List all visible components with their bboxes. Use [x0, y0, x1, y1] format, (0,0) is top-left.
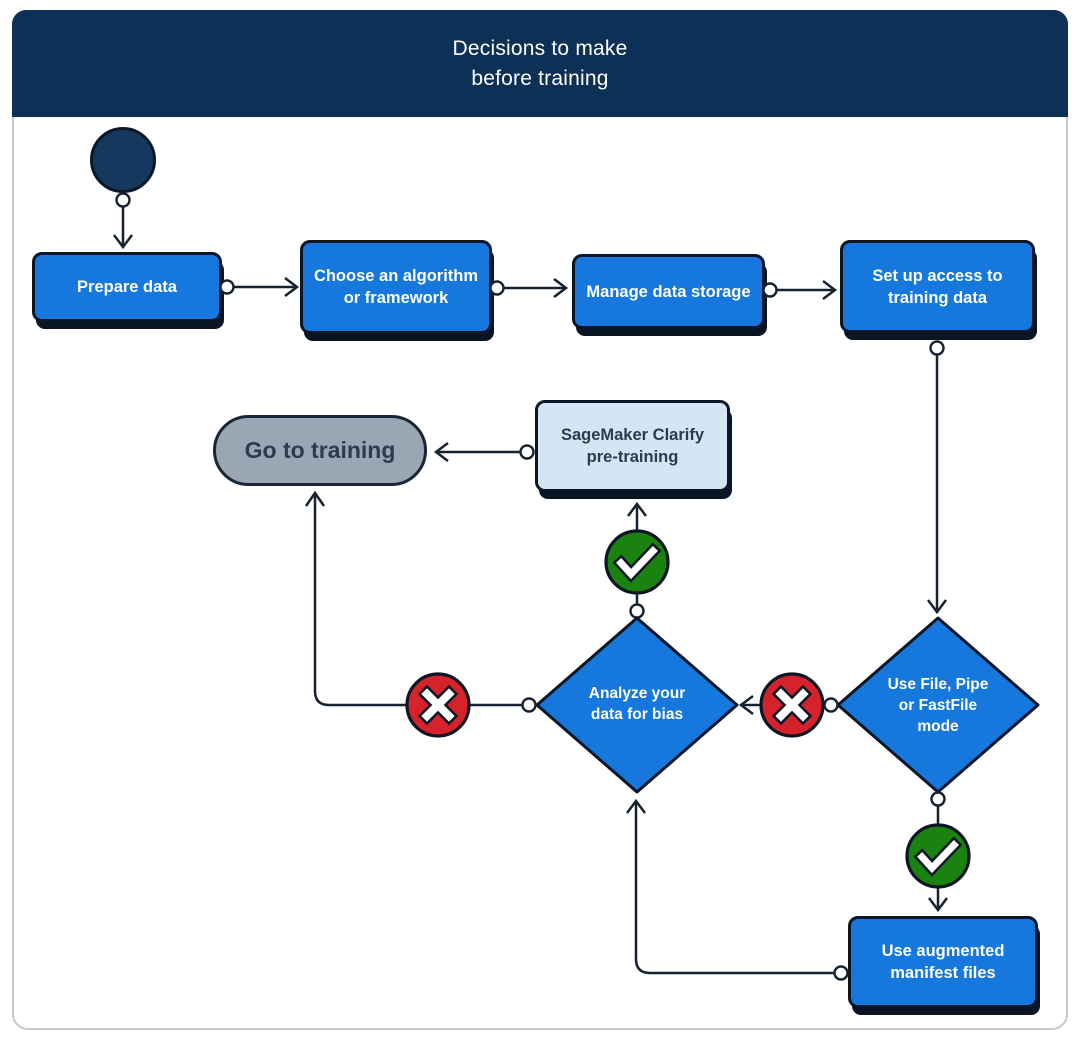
node-label: Manage data storage: [586, 282, 751, 301]
diagram-title: Decisions to make before training: [452, 36, 628, 90]
node-label: SageMaker Clarify pre-training: [560, 426, 705, 466]
node-manage-data-storage: Manage data storage: [572, 254, 765, 329]
node-go-to-training: Go to training: [213, 415, 427, 486]
start-node: [90, 127, 156, 193]
node-label: Set up access to training data: [872, 266, 1003, 307]
node-setup-access: Set up access to training data: [840, 240, 1035, 333]
node-label: Go to training: [244, 437, 396, 463]
diagram-card: [12, 10, 1068, 1030]
node-prepare-data: Prepare data: [32, 252, 222, 322]
node-sagemaker-clarify: SageMaker Clarify pre-training: [535, 400, 730, 492]
node-choose-algorithm: Choose an algorithm or framework: [300, 240, 492, 334]
node-label: Prepare data: [77, 278, 177, 296]
node-augmented-manifest: Use augmented manifest files: [848, 916, 1038, 1008]
node-label: Choose an algorithm or framework: [313, 267, 479, 307]
header-bar: Decisions to make before training: [12, 10, 1068, 117]
node-label: Use augmented manifest files: [881, 942, 1005, 982]
